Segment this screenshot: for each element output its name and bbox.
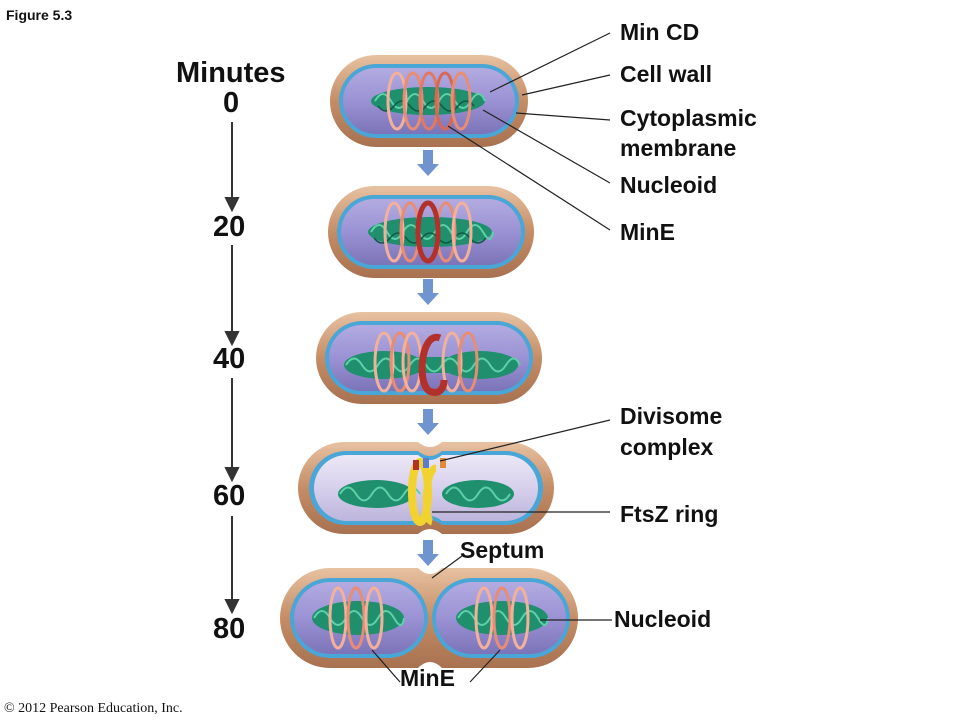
cell-stage-20	[328, 186, 534, 278]
cell-stage-80	[280, 568, 578, 668]
ftsz-ring-front	[422, 464, 438, 526]
label-ftsz-ring: FtsZ ring	[620, 501, 718, 527]
stage-arrows	[417, 150, 439, 566]
leader-lines	[371, 32, 612, 683]
timeline-tick-0: 0	[223, 87, 239, 119]
timeline-heading: Minutes	[176, 57, 286, 89]
cell-stage-60	[298, 442, 554, 534]
label-nucleoid-bottom: Nucleoid	[614, 606, 711, 632]
nucleoid	[368, 217, 494, 247]
timeline-tick-80: 80	[213, 613, 245, 645]
copyright-notice: © 2012 Pearson Education, Inc.	[4, 701, 183, 716]
timeline-arrows	[224, 122, 240, 615]
mine-ring	[415, 200, 441, 264]
label-cell-wall: Cell wall	[620, 61, 712, 87]
nucleoid	[338, 480, 514, 508]
label-divisome-line2: complex	[620, 434, 714, 460]
timeline-tick-40: 40	[213, 343, 245, 375]
stage-arrow-3	[417, 409, 439, 435]
label-min-cd: Min CD	[620, 19, 699, 45]
timeline-tick-20: 20	[213, 211, 245, 243]
timeline: Minutes 0 20 40 60 80	[176, 57, 286, 645]
divisome-complex	[413, 458, 446, 470]
min-rings	[328, 586, 530, 650]
nucleoid-right	[456, 601, 549, 635]
cell-stage-40	[316, 312, 542, 404]
label-cytoplasmic-membrane-line1: Cytoplasmic	[620, 105, 757, 131]
stage-arrow-4	[417, 540, 439, 566]
min-rings	[373, 331, 479, 393]
mine-ring	[418, 334, 448, 396]
nucleoid	[371, 87, 486, 115]
figure-label: Figure 5.3	[6, 7, 72, 23]
label-septum: Septum	[460, 537, 544, 563]
label-mine-top: MinE	[620, 219, 675, 245]
label-nucleoid-top: Nucleoid	[620, 172, 717, 198]
stage-arrow-2	[417, 279, 439, 305]
label-divisome-line1: Divisome	[620, 403, 722, 429]
stage-arrow-1	[417, 150, 439, 176]
cell-stage-0	[330, 55, 528, 147]
nucleoid-left	[312, 601, 405, 635]
min-rings	[386, 71, 472, 131]
timeline-tick-60: 60	[213, 480, 245, 512]
label-mine-bottom: MinE	[400, 665, 455, 691]
label-cytoplasmic-membrane-line2: membrane	[620, 135, 736, 161]
